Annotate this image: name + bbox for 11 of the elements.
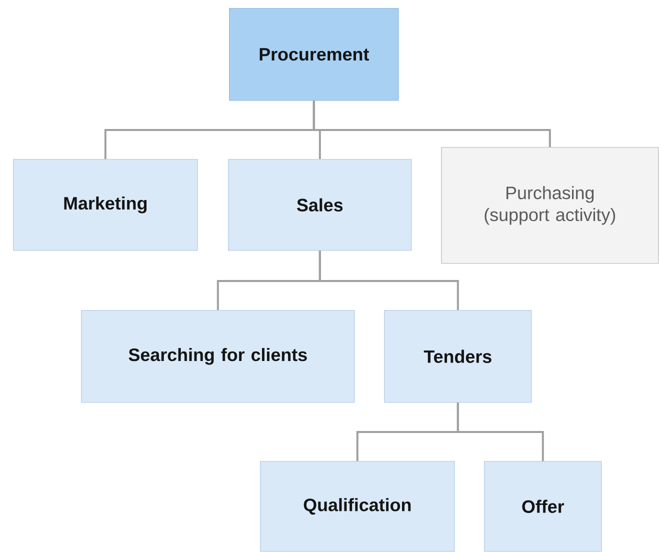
department-box: Sales — [228, 159, 412, 251]
department-box: Offer — [484, 461, 602, 552]
support-box: Purchasing (support activity) — [441, 147, 659, 264]
department-box: Marketing — [13, 159, 198, 251]
department-box: Tenders — [384, 310, 532, 403]
department-box: Searching for clients — [81, 310, 355, 403]
root-box: Procurement — [229, 8, 399, 101]
connector — [456, 402, 544, 461]
connector — [312, 100, 551, 147]
department-box: Qualification — [260, 461, 455, 552]
connector — [318, 250, 459, 310]
